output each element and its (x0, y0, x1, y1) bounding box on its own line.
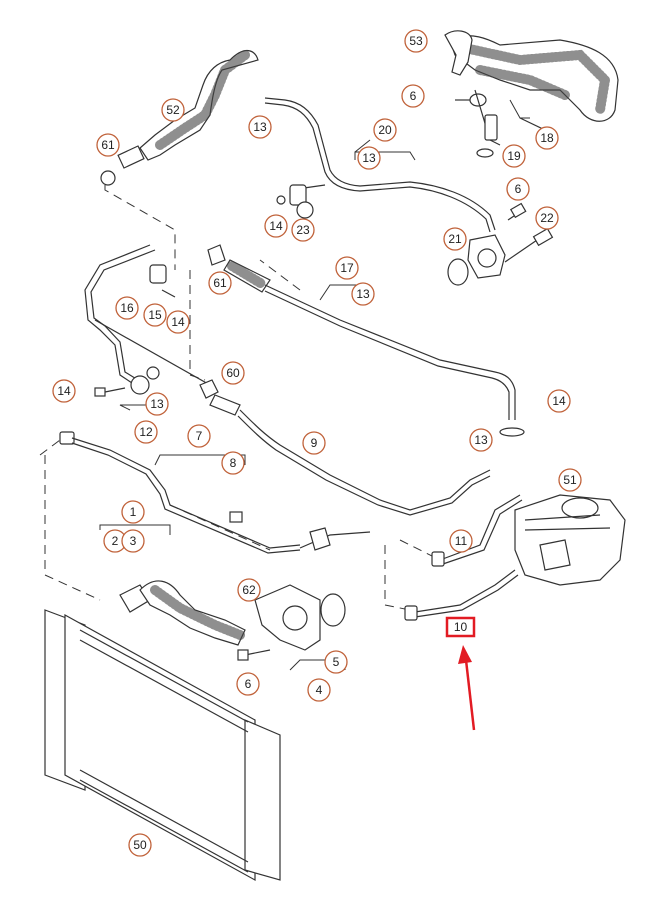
label-1: 1 (121, 500, 145, 524)
label-3: 3 (121, 529, 145, 553)
svg-text:9: 9 (311, 436, 318, 450)
part-7-pipe (59, 431, 371, 554)
part-20-pipe (264, 97, 496, 233)
svg-text:6: 6 (245, 677, 252, 691)
svg-text:22: 22 (540, 211, 554, 225)
label-22: 22 (535, 206, 559, 230)
label-21: 21 (443, 227, 467, 251)
label-18: 18 (535, 126, 559, 150)
svg-text:6: 6 (410, 89, 417, 103)
label-61: 61 (96, 133, 120, 157)
svg-text:11: 11 (455, 534, 468, 548)
part-9-pipe (199, 379, 491, 516)
svg-text:2: 2 (112, 534, 119, 548)
svg-text:50: 50 (133, 838, 147, 852)
svg-text:52: 52 (166, 103, 180, 117)
part-21-flange (447, 202, 554, 286)
svg-text:5: 5 (333, 655, 340, 669)
svg-text:13: 13 (150, 397, 164, 411)
svg-text:14: 14 (269, 219, 283, 233)
svg-text:13: 13 (356, 287, 370, 301)
label-11: 11 (449, 529, 473, 553)
label-6: 6 (506, 177, 530, 201)
svg-text:60: 60 (226, 366, 240, 380)
svg-text:7: 7 (196, 429, 203, 443)
label-14: 14 (166, 310, 190, 334)
part-17-pipe (207, 244, 525, 437)
svg-text:1: 1 (130, 505, 137, 519)
highlighted-label-10: 10 (445, 616, 476, 638)
svg-text:13: 13 (253, 120, 267, 134)
svg-text:23: 23 (296, 223, 310, 237)
svg-text:13: 13 (474, 433, 488, 447)
svg-text:62: 62 (242, 583, 256, 597)
svg-text:16: 16 (120, 301, 134, 315)
label-12: 12 (134, 420, 158, 444)
label-14: 14 (52, 379, 76, 403)
part-12-16-bracket (84, 244, 211, 397)
label-9: 9 (302, 431, 326, 455)
svg-text:18: 18 (540, 131, 554, 145)
red-pointer-arrow (458, 645, 476, 731)
svg-text:14: 14 (57, 384, 71, 398)
part-1-6-thermostat (119, 580, 346, 661)
part-51-expansion-tank (514, 494, 626, 586)
part-52-hose (100, 50, 259, 186)
svg-text:20: 20 (378, 123, 392, 137)
label-23: 23 (291, 218, 315, 242)
label-60: 60 (221, 361, 245, 385)
label-52: 52 (161, 98, 185, 122)
svg-text:61: 61 (213, 276, 227, 290)
label-17: 17 (335, 256, 359, 280)
svg-text:12: 12 (139, 425, 153, 439)
label-13: 13 (145, 392, 169, 416)
svg-text:21: 21 (448, 232, 462, 246)
label-16: 16 (115, 296, 139, 320)
label-6: 6 (401, 84, 425, 108)
dashed-leaders (39, 185, 441, 611)
label-6: 6 (236, 672, 260, 696)
label-8: 8 (221, 451, 245, 475)
label-62: 62 (237, 578, 261, 602)
svg-text:19: 19 (507, 149, 521, 163)
label-14: 14 (264, 214, 288, 238)
label-19: 19 (502, 144, 526, 168)
label-14: 14 (547, 389, 571, 413)
label-50: 50 (128, 833, 152, 857)
svg-text:3: 3 (130, 534, 137, 548)
svg-text:53: 53 (409, 34, 423, 48)
label-13: 13 (351, 282, 375, 306)
label-5: 5 (324, 650, 348, 674)
part-labels: 53 6 18 19 13 20 13 52 61 6 22 14 23 21 … (52, 29, 582, 857)
label-4: 4 (307, 678, 331, 702)
label-51: 51 (558, 468, 582, 492)
svg-text:17: 17 (340, 261, 354, 275)
label-61: 61 (208, 271, 232, 295)
svg-text:14: 14 (552, 394, 566, 408)
label-15: 15 (143, 303, 167, 327)
part-10-11-pipes (404, 494, 523, 621)
svg-text:14: 14 (171, 315, 185, 329)
svg-text:13: 13 (362, 151, 376, 165)
svg-text:6: 6 (515, 182, 522, 196)
part-53-hose-assembly (444, 30, 619, 158)
label-13: 13 (248, 115, 272, 139)
svg-text:4: 4 (316, 683, 323, 697)
svg-text:10: 10 (454, 620, 468, 634)
svg-text:8: 8 (230, 456, 237, 470)
label-20: 20 (373, 118, 397, 142)
part-50-radiator (44, 609, 281, 882)
svg-text:15: 15 (148, 308, 162, 322)
label-13: 13 (469, 428, 493, 452)
label-13: 13 (357, 146, 381, 170)
label-53: 53 (404, 29, 428, 53)
svg-text:61: 61 (101, 138, 115, 152)
svg-text:51: 51 (563, 473, 577, 487)
label-7: 7 (187, 424, 211, 448)
